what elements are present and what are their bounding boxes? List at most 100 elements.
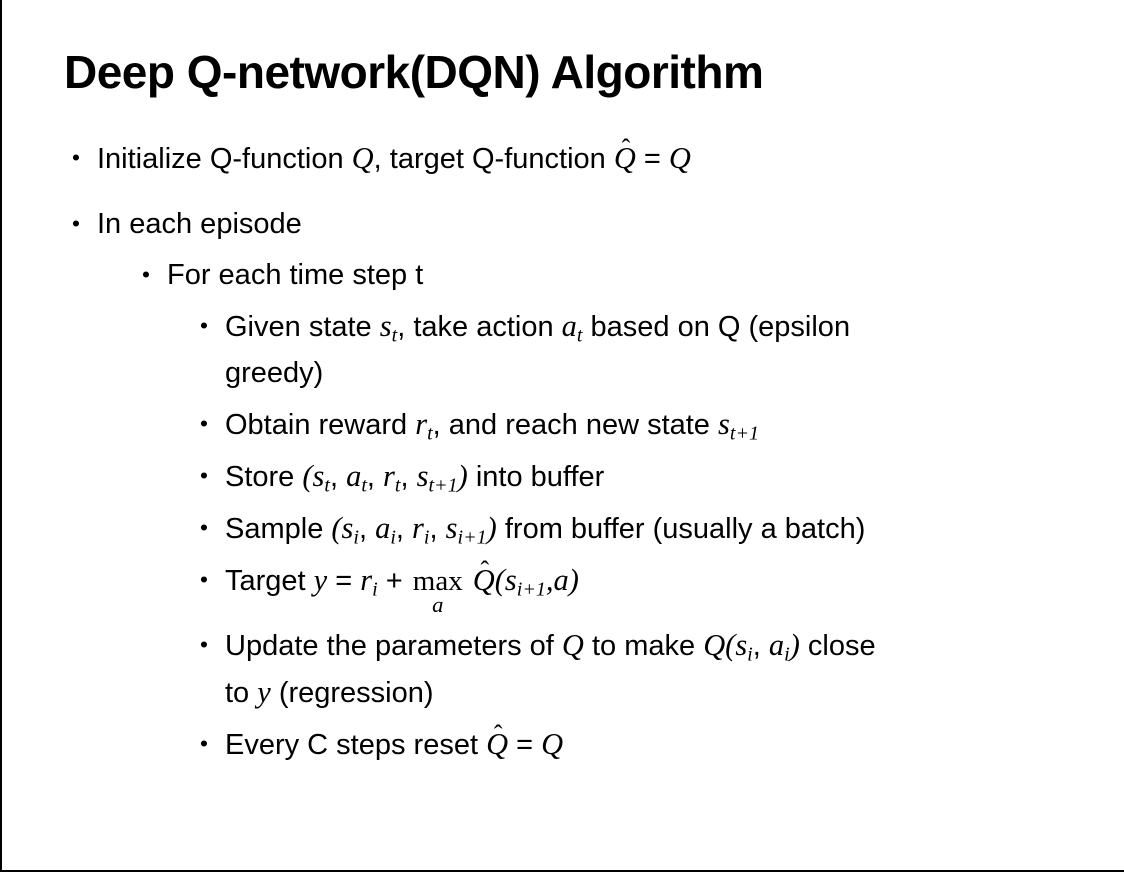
operator-subscript: a — [432, 592, 444, 618]
text-segment: , — [329, 460, 347, 493]
bullet-item: • In each episode — [2, 201, 1096, 247]
bullet-text: Given state st, take action at based on … — [225, 303, 1096, 396]
math-symbol: ai — [375, 510, 396, 549]
text-segment: + — [377, 564, 411, 597]
hat-accent: ˆ — [621, 134, 631, 164]
bullet-item: •Given state st, take action at based on… — [2, 303, 1096, 396]
text-segment: greedy) — [225, 356, 324, 389]
text-segment: based on Q (epsilon — [582, 310, 851, 343]
text-segment: , take action — [397, 310, 562, 343]
bullet-marker: • — [200, 566, 208, 592]
bullet-text: In each episode — [97, 201, 1096, 247]
text-segment: = — [327, 564, 361, 597]
math-symbol: rt — [415, 406, 433, 445]
math-symbol: Q — [561, 627, 584, 662]
text-segment: from buffer (usually a batch) — [496, 512, 866, 545]
bullet-marker: • — [72, 210, 80, 236]
math-symbol: st — [379, 308, 398, 347]
math-symbol: si+1 — [445, 510, 487, 549]
math-symbol: a — [553, 562, 569, 597]
bullet-text: Obtain reward rt, and reach new state st… — [225, 401, 1096, 448]
text-segment: , and reach new state — [432, 408, 718, 441]
bullet-text: Store (st, at, rt, st+1) into buffer — [225, 453, 1096, 500]
bullet-item: •Update the parameters of Q to make Q(si… — [2, 622, 1096, 716]
math-symbol: y — [257, 674, 271, 709]
math-symbol: at — [346, 458, 367, 497]
text-segment: Initialize Q-function — [97, 142, 352, 175]
text-segment: into buffer — [467, 460, 605, 493]
text-segment: , — [752, 629, 769, 662]
math-symbol: ) — [568, 562, 579, 597]
text-segment: , — [395, 512, 413, 545]
hat-accent: ˆ — [480, 556, 490, 586]
math-symbol: ) — [486, 510, 497, 545]
text-segment — [465, 565, 473, 597]
math-symbol: st+1 — [718, 406, 760, 445]
math-symbol: Q — [541, 726, 564, 761]
text-segment: Target — [225, 564, 314, 597]
text-segment: Obtain reward — [225, 408, 416, 441]
bullet-marker: • — [200, 514, 208, 540]
bullet-text: Sample (si, ai, ri, si+1) from buffer (u… — [225, 505, 1096, 552]
math-symbol: si — [735, 627, 753, 666]
bullet-item: • Sample (si, ai, ri, si+1) from buffer (… — [2, 505, 1096, 552]
math-symbol: st — [312, 458, 330, 497]
text-segment: For each time step t — [167, 258, 424, 291]
bullet-list: • Initialize Q-function Q , target Q-funct… — [2, 134, 1124, 768]
bullet-text: Initialize Q-function Q , target Q-functi… — [97, 134, 1096, 182]
math-symbol: Q — [668, 140, 691, 175]
text-segment: close — [799, 629, 876, 662]
math-symbol: at — [561, 308, 583, 347]
math-symbol: y — [313, 562, 328, 597]
bullet-item: • For each time step t — [2, 252, 1096, 298]
math-symbol: si — [341, 510, 359, 549]
text-segment: to make — [583, 629, 704, 662]
text-segment: , — [358, 512, 376, 545]
math-symbol: ( — [331, 510, 342, 545]
text-segment: , — [429, 512, 446, 545]
text-segment: to — [225, 676, 258, 709]
math-symbol: ( — [494, 562, 505, 597]
math-symbol: ai — [768, 627, 790, 666]
bullet-item: •Initialize Q-function Q, target Q-funct… — [2, 134, 1096, 182]
math-symbol: , — [545, 562, 554, 597]
math-symbol: ( — [302, 458, 313, 493]
bullet-text: For each time step t — [167, 252, 1096, 298]
text-segment: = — [635, 142, 669, 175]
bullet-item: •Obtain reward rt, and reach new state s… — [2, 401, 1096, 448]
text-segment: Every C steps reset — [225, 728, 487, 761]
text-segment: (regression) — [270, 676, 434, 709]
text-segment: , — [366, 460, 384, 493]
bullet-item: • Store (st, at, rt, st+1) into buffer — [2, 453, 1096, 500]
text-segment: Store — [225, 460, 303, 493]
text-segment: In each episode — [97, 207, 302, 240]
slide-title: Deep Q-network(DQN) Algorithm — [64, 46, 764, 98]
bullet-marker: • — [142, 261, 150, 287]
math-symbol: ) — [789, 627, 800, 662]
text-segment: = — [508, 728, 542, 761]
hat-accent: ˆ — [493, 720, 503, 750]
operator-name: max — [412, 564, 463, 597]
bullet-marker: • — [200, 631, 208, 657]
math-symbol: si+1 — [504, 562, 546, 601]
bullet-marker: • — [200, 730, 208, 756]
bullet-marker: • — [200, 462, 208, 488]
text-segment: Sample — [225, 512, 332, 545]
math-symbol: ( — [725, 627, 736, 662]
math-symbol: ri — [412, 510, 430, 549]
text-segment: , target Q-function — [373, 142, 614, 175]
bullet-text: Update the parameters of Q to make Q(si,… — [225, 622, 1096, 716]
text-segment: Update the parameters of — [225, 629, 562, 662]
text-segment: , — [400, 460, 417, 493]
bullet-marker: • — [200, 312, 208, 338]
math-symbol: rt — [383, 458, 401, 497]
